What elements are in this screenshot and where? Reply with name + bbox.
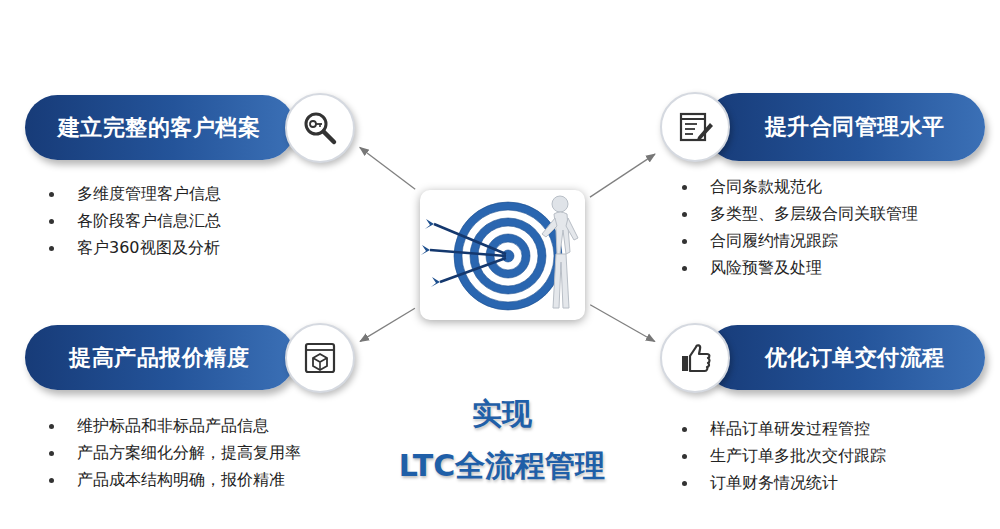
heading-text: 提高产品报价精度 bbox=[69, 343, 249, 373]
heading-text: 提升合同管理水平 bbox=[765, 112, 945, 142]
bullet-item: 客户360视图及分析 bbox=[47, 237, 220, 259]
bullet-item: 合同履约情况跟踪 bbox=[680, 230, 838, 252]
heading-text: 优化订单交付流程 bbox=[765, 343, 945, 373]
target-node: 实现 LTC全流程管理 bbox=[420, 190, 585, 320]
goal-node: 提升合同管理水平合同条款规范化多类型、多层级合同关联管理合同履约情况跟踪风险预警… bbox=[660, 93, 985, 161]
arrow-connector bbox=[360, 308, 415, 341]
icon-circle bbox=[660, 323, 730, 393]
heading-area: 建立完整的客户档案 bbox=[39, 95, 279, 160]
bullet-item: 多类型、多层级合同关联管理 bbox=[680, 203, 918, 225]
bullet-item: 产品方案细化分解，提高复用率 bbox=[47, 442, 301, 464]
bullet-item: 合同条款规范化 bbox=[680, 176, 822, 198]
bullet-item: 产品成本结构明确，报价精准 bbox=[47, 469, 285, 491]
heading-area: 提高产品报价精度 bbox=[39, 325, 279, 390]
bullet-item: 各阶段客户信息汇总 bbox=[47, 210, 221, 232]
bullet-item: 生产订单多批次交付跟踪 bbox=[680, 445, 886, 467]
icon-circle bbox=[660, 92, 730, 162]
bullet-item: 订单财务情况统计 bbox=[680, 472, 838, 494]
bullet-item: 维护标品和非标品产品信息 bbox=[47, 415, 269, 437]
bullet-item: 样品订单研发过程管控 bbox=[680, 418, 870, 440]
goal-node: 优化订单交付流程样品订单研发过程管控生产订单多批次交付跟踪订单财务情况统计 bbox=[660, 325, 985, 390]
icon-circle bbox=[285, 323, 355, 393]
arrow-connector bbox=[590, 305, 655, 342]
main-title: 实现 LTC全流程管理 bbox=[372, 388, 632, 492]
bullet-item: 多维度管理客户信息 bbox=[47, 183, 221, 205]
heading-text: 建立完整的客户档案 bbox=[58, 113, 261, 143]
goal-node: 建立完整的客户档案多维度管理客户信息各阶段客户信息汇总客户360视图及分析 bbox=[25, 95, 355, 160]
arrow-connector bbox=[360, 147, 415, 189]
icon-circle bbox=[285, 93, 355, 163]
arrow-connector bbox=[590, 154, 655, 197]
target-illustration bbox=[420, 190, 585, 320]
bullet-item: 风险预警及处理 bbox=[680, 257, 822, 279]
goal-node: 提高产品报价精度维护标品和非标品产品信息产品方案细化分解，提高复用率产品成本结构… bbox=[25, 325, 355, 390]
heading-area: 优化订单交付流程 bbox=[736, 325, 973, 390]
heading-area: 提升合同管理水平 bbox=[736, 93, 973, 161]
